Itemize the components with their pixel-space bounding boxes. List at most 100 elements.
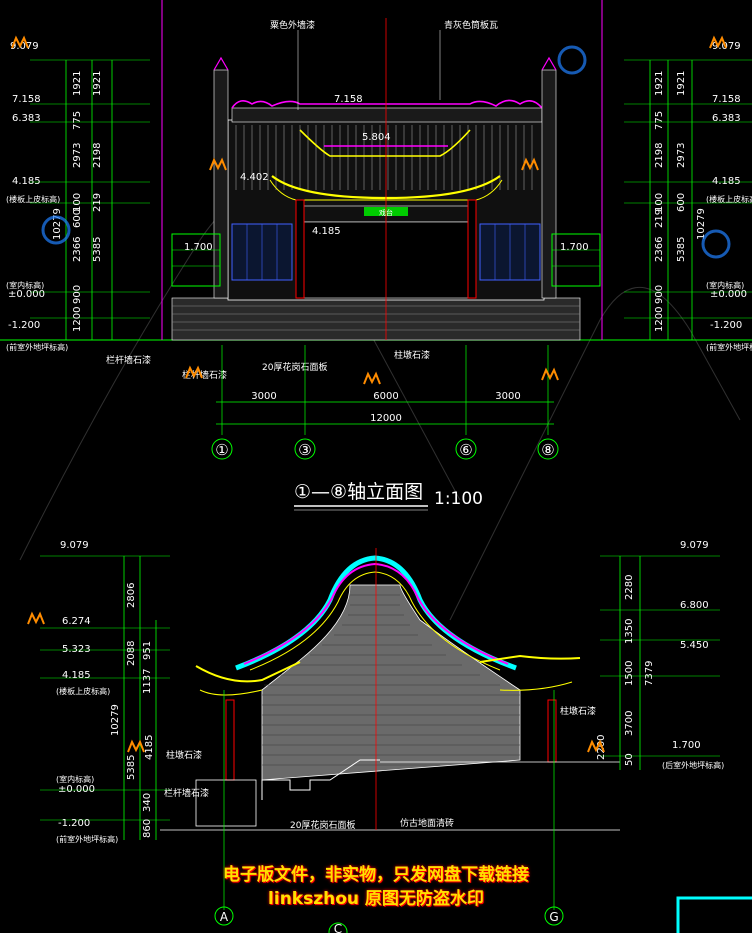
right-dim-1200: 1200 (654, 307, 665, 332)
right-dim-900: 900 (654, 285, 665, 304)
sec-right-dim-1350: 1350 (624, 619, 635, 644)
elevation-drawing: 戏台 (0, 0, 752, 341)
sec-right-dim-50: 50 (624, 753, 635, 766)
callout-roof-tile: 青灰色筒板瓦 (444, 19, 498, 31)
axis-bubbles: ① ③ ⑥ ⑧ (211, 438, 559, 460)
level-1700-left: 1.700 (184, 242, 213, 253)
sec-left-level-6274: 6.274 (62, 616, 91, 627)
left-level-4185: 4.185 (12, 176, 41, 187)
ridge-wall (231, 107, 543, 123)
left-dim-1921: 1921 (72, 71, 83, 96)
stage-roof-upper (299, 129, 471, 157)
elevation-callouts: 粟色外墙漆 青灰色筒板瓦 栏杆墙石漆 栏杆墙石漆 20厚花岗石面板 柱墩石漆 (106, 19, 498, 381)
watermark-line-2: linkszhou 原图无防盗水印 (268, 889, 484, 909)
brick-courses (262, 594, 520, 766)
axis-dim-12000: 12000 (370, 413, 402, 424)
balustrade-left (171, 233, 221, 287)
column-left (295, 199, 305, 299)
left-dim-600: 600 (72, 209, 83, 228)
right-level-4185: 4.185 (712, 176, 741, 187)
sec-left-level-4185: 4.185 (62, 670, 91, 681)
left-dim-2198: 2198 (92, 143, 103, 168)
watermark-logos (11, 35, 727, 753)
sec-left-level-5323: 5.323 (62, 644, 91, 655)
left-dim-100: 100 (72, 193, 83, 212)
upper-wall-hatch (235, 125, 533, 190)
logo-mark-icon (541, 367, 559, 381)
sec-left-dim-5385: 5385 (126, 755, 137, 780)
elevation-center-levels: 7.158 5.804 4.402 4.185 1.700 1.700 (184, 94, 589, 253)
callout-granite: 20厚花岗石面板 (262, 361, 327, 373)
right-dim-100: 100 (654, 193, 665, 212)
section-axis-bubbles: A G C (214, 906, 564, 933)
axis-label-6: ⑥ (459, 441, 472, 459)
sec-callout-antique: 仿古地面清砖 (400, 817, 454, 829)
tower-left (213, 69, 229, 299)
podium-courses (172, 305, 580, 331)
level-1700-right: 1.700 (560, 242, 589, 253)
logo-mark-icon (363, 371, 381, 385)
sec-right-dim-7379: 7379 (644, 661, 655, 686)
sec-callout-rail: 栏杆墙石漆 (164, 787, 209, 799)
roof-wing-right (479, 654, 581, 663)
gable-inner (243, 562, 509, 665)
right-dim-600: 600 (676, 193, 687, 212)
sec-left-dim-10279: 10279 (110, 704, 121, 736)
glow-logo-icon (701, 229, 731, 259)
sec-left-dim-1137: 1137 (142, 669, 153, 694)
axis-label-8: ⑧ (541, 441, 554, 459)
logo-mark-icon (27, 611, 45, 625)
section-drawing (160, 548, 620, 910)
left-level-minus: -1.200 (8, 320, 40, 331)
right-level-indoor-note: (室内标高) (706, 280, 744, 290)
left-dim-2973: 2973 (72, 143, 83, 168)
sec-right-outdoor-note: (后室外地坪标高) (662, 760, 724, 770)
logo-mark-icon (127, 739, 145, 753)
sec-right-level-6800: 6.800 (680, 600, 709, 611)
elevation-right-scale: 9.079 7.158 6.383 4.185 (楼板上皮标高) (室内标高) … (624, 41, 752, 352)
logo-mark-icon (185, 365, 203, 379)
elevation-left-scale: 9.079 7.158 6.383 4.185 (楼板上皮标高) (室内标高) … (6, 41, 150, 352)
logo-mark-icon (521, 157, 539, 171)
axis-dim-3000-b: 3000 (495, 391, 520, 402)
logo-mark-icon (209, 157, 227, 171)
callout-rail-stone: 栏杆墙石漆 (182, 369, 227, 381)
left-level-6383: 6.383 (12, 113, 41, 124)
left-level-9079: 9.079 (10, 41, 39, 52)
logo-mark-icon (11, 35, 29, 49)
roof-wing-left-lower (199, 689, 263, 696)
sec-left-indoor-note: (室内标高) (56, 774, 94, 784)
left-level-outdoor-note: (前室外地坪标高) (6, 342, 68, 352)
elevation-title: ①—⑧轴立面图 1:100 (294, 481, 483, 511)
left-level-7158: 7.158 (12, 94, 41, 105)
sec-right-level-9079: 9.079 (680, 540, 709, 551)
left-dim-2366: 2366 (72, 237, 83, 262)
right-dim-1921: 1921 (654, 71, 665, 96)
section-right-scale: 9.079 6.800 5.450 1.700 (后室外地坪标高) 2280 1… (596, 540, 724, 770)
right-level-minus: -1.200 (710, 320, 742, 331)
column-right (467, 199, 477, 299)
sec-left-dim-2088: 2088 (126, 641, 137, 666)
tower-right-cap (541, 56, 557, 71)
sec-left-outdoor-note: (前室外地坪标高) (56, 834, 118, 844)
right-level-6383: 6.383 (712, 113, 741, 124)
brick-wall (261, 584, 521, 781)
sec-right-dim-3700: 3700 (624, 711, 635, 736)
watermark-line-1: 电子版文件，非实物，只发网盘下载链接 (223, 865, 529, 885)
right-dim-1921b: 1921 (676, 71, 687, 96)
left-dim-775: 775 (72, 111, 83, 130)
left-level-floor-note: (楼板上皮标高) (6, 194, 60, 204)
axis-label-1: ① (215, 441, 228, 459)
sec-left-dim-951: 951 (142, 641, 153, 660)
level-5804: 5.804 (362, 132, 391, 143)
left-level-zero: ±0.000 (8, 289, 45, 300)
title-block-corner (676, 896, 752, 933)
section-base-left (195, 779, 257, 827)
left-dim-1200: 1200 (72, 307, 83, 332)
right-dim-5385: 5385 (676, 237, 687, 262)
sec-left-floor-note: (楼板上皮标高) (56, 686, 110, 696)
glow-logo-icon (557, 45, 587, 75)
level-4185-center: 4.185 (312, 226, 341, 237)
